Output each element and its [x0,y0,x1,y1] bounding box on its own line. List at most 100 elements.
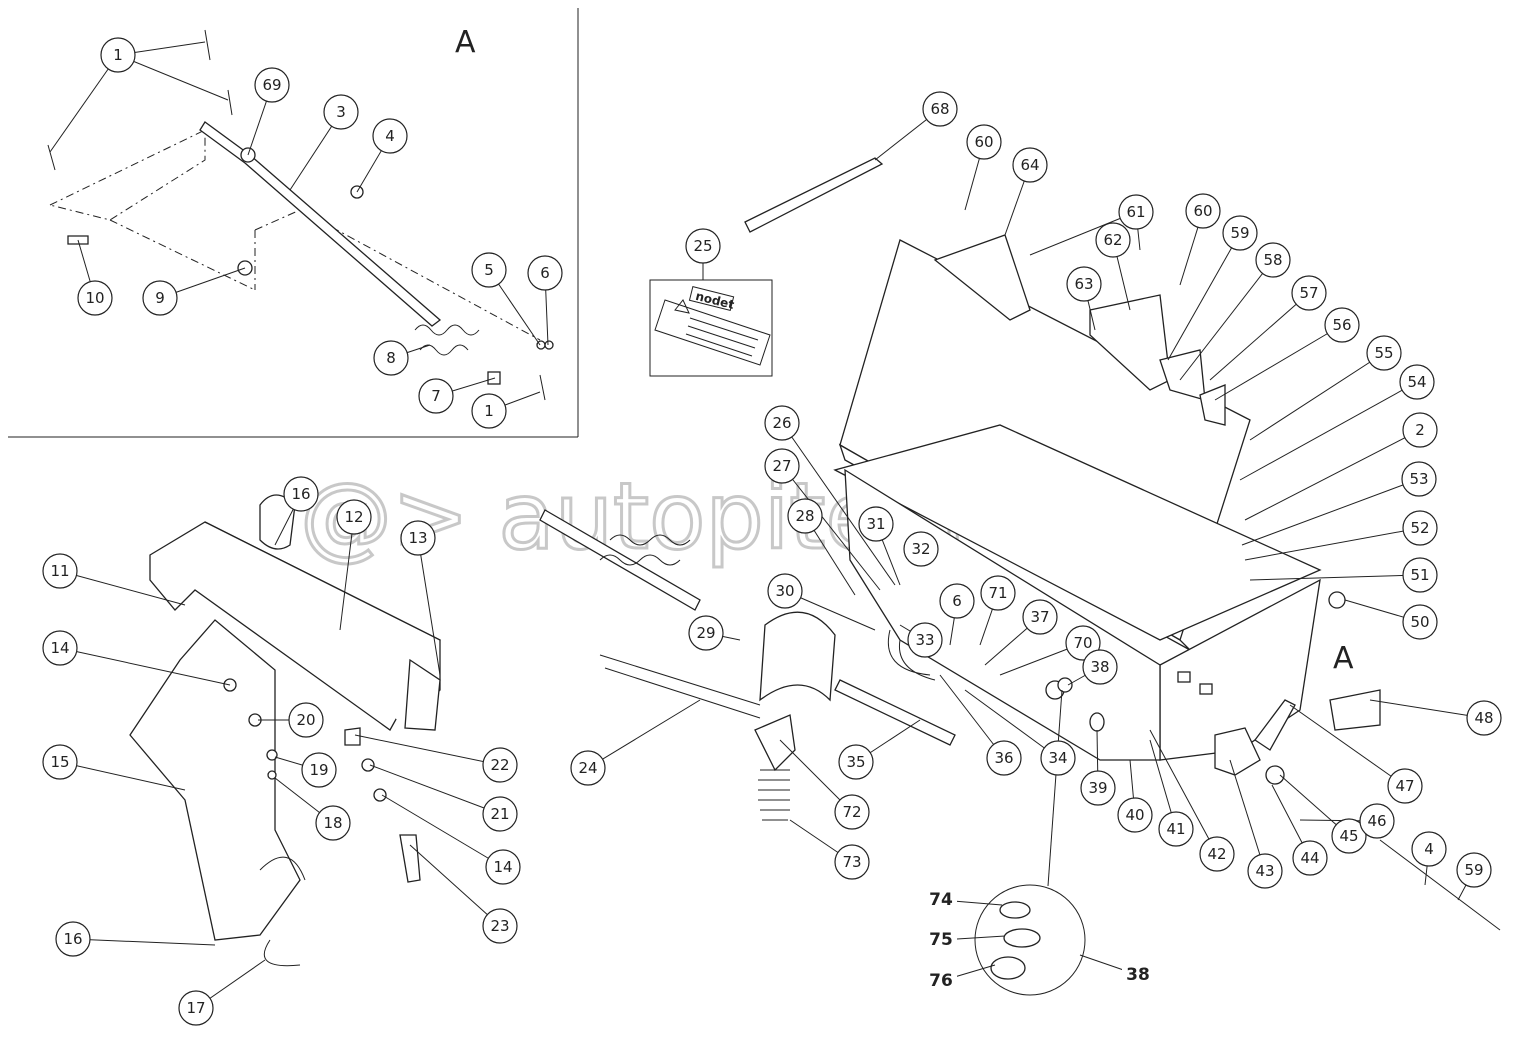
callout-circle [372,118,408,154]
callout-1: 1 [471,393,507,429]
callout-number: 13 [408,529,427,547]
callout-15: 15 [42,744,78,780]
callout-number: 59 [1464,861,1483,879]
callout-number: 27 [772,457,791,475]
chute-assembly [129,494,441,967]
hopper-assembly [833,234,1381,785]
callout-33: 33 [907,622,943,658]
callout-52: 52 [1402,510,1438,546]
callout-14: 14 [42,630,78,666]
callout-circle [685,228,721,264]
callout-number: 61 [1126,203,1145,221]
callout-number: 22 [490,756,509,774]
callout-circle [1199,836,1235,872]
leader-line [1229,759,1266,872]
callout-circle [1387,768,1423,804]
callout-number: 37 [1030,608,1049,626]
leader-line [381,794,504,868]
leader-line [409,844,501,927]
callout-circle [482,796,518,832]
inset-linkage [47,29,554,401]
detail-38 [974,689,1086,996]
leader-line [1214,324,1343,401]
callout-40: 40 [1117,797,1153,833]
callout-number: 44 [1300,849,1319,867]
callout-number: 42 [1207,845,1226,863]
callout-58: 58 [1255,242,1291,278]
callout-circle [1117,797,1153,833]
callout-number: 14 [50,639,69,657]
callout-circle [42,553,78,589]
callout-circle [1291,275,1327,311]
callout-number: 30 [775,582,794,600]
callout-number: 26 [772,414,791,432]
callout-44: 44 [1292,840,1328,876]
callout-circle [1401,461,1437,497]
leader-line [781,465,881,591]
callout-circle [1066,266,1102,302]
callout-number: 73 [842,853,861,871]
callout-24: 24 [570,750,606,786]
callout-29: 29 [688,615,724,651]
callout-13: 13 [400,520,436,556]
callout-number: 48 [1474,709,1493,727]
decal-25: nodet [649,279,773,377]
callout-48: 48 [1466,700,1502,736]
callout-number: 59 [1230,224,1249,242]
callout-number: 45 [1339,827,1358,845]
leader-line [59,647,231,686]
callout-number: 29 [696,624,715,642]
callout-bg [925,970,957,992]
callout-21: 21 [482,796,518,832]
callout-41: 41 [1158,811,1194,847]
callout-circle [418,378,454,414]
callout-3: 3 [323,94,359,130]
callout-70: 70 [1065,625,1101,661]
callout-32: 32 [903,531,939,567]
callout-circle [764,448,800,484]
callout-55: 55 [1366,335,1402,371]
callout-number: 43 [1255,862,1274,880]
callout-circle [834,794,870,830]
callout-number: 18 [323,814,342,832]
callout-number: 52 [1410,519,1429,537]
callout-circle [400,520,436,556]
callout-76: 76 [925,970,957,992]
leader-line [587,699,701,769]
callout-number: 75 [929,930,953,950]
callout-19: 19 [301,752,337,788]
leader-line [1167,232,1241,361]
callout-number: 19 [309,761,328,779]
callout-circle [1082,649,1118,685]
callout-47: 47 [1387,768,1423,804]
callout-number: 56 [1332,316,1351,334]
leader-line [1241,478,1420,546]
callout-69: 69 [254,67,290,103]
callout-6: 6 [527,255,563,291]
auger-assembly [539,509,956,821]
callout-number: 6 [952,592,962,610]
callout-circle [980,575,1016,611]
callout-8: 8 [373,340,409,376]
leader-line [1149,729,1218,855]
callout-circle [254,67,290,103]
inset-view-letter: A [455,25,476,60]
callout-38: 38 [1082,649,1118,685]
callout-38: 38 [1122,964,1154,986]
callout-22: 22 [482,747,518,783]
callout-circle [1331,818,1367,854]
callout-23: 23 [482,908,518,944]
leader-line [1249,574,1421,581]
callout-5: 5 [471,252,507,288]
callout-circle [142,280,178,316]
callout-circle [1022,599,1058,635]
callout-circle [485,849,521,885]
callout-number: 32 [911,540,930,558]
leader-line [417,537,441,676]
callout-circle [373,340,409,376]
callout-circle [1466,700,1502,736]
leader-line [117,54,229,101]
callout-number: 60 [974,133,993,151]
callout-34: 34 [1040,740,1076,776]
